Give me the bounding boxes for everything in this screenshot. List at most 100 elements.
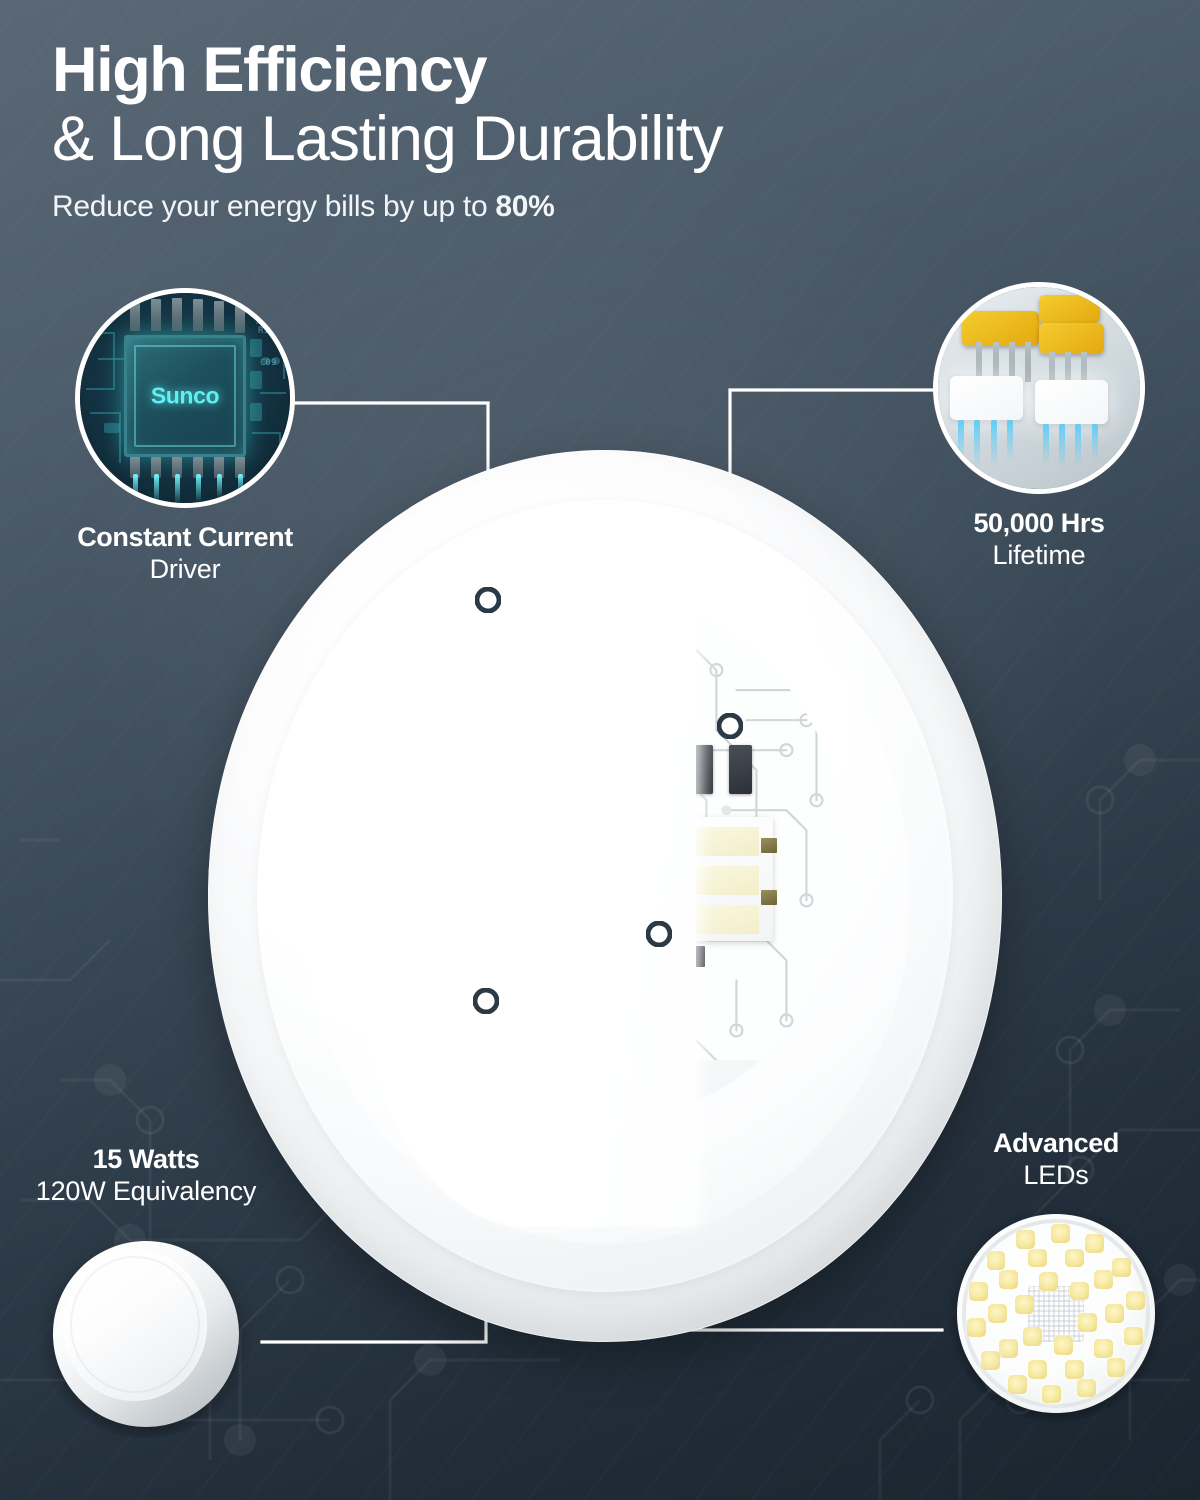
- connector-slot: [689, 827, 759, 856]
- light-ray: [990, 420, 997, 467]
- callout-title-lifetime: 50,000 Hrs: [973, 508, 1105, 538]
- subtitle-value: 80%: [495, 190, 555, 224]
- led-phosphor-pad: [1039, 323, 1104, 354]
- led-board-emitter: [987, 1304, 1007, 1324]
- led-board-emitter: [1106, 1357, 1126, 1377]
- led-board-emitter: [1093, 1338, 1113, 1358]
- led-board-emitter: [1007, 1374, 1027, 1394]
- callout-lifetime[interactable]: 50,000 Hrs Lifetime: [930, 282, 1148, 572]
- callout-caption-wattage: 15 Watts 120W Equivalency: [0, 1144, 296, 1208]
- led-board-emitter: [1125, 1290, 1145, 1310]
- led-lead: [1049, 351, 1056, 388]
- chip-pin: [235, 456, 245, 478]
- led-board-emitter: [1028, 1248, 1048, 1268]
- disk-light-body: [53, 1241, 239, 1427]
- led-board-emitter: [1070, 1281, 1090, 1301]
- led-board-emitter: [1093, 1269, 1113, 1289]
- chip-pin: [151, 299, 161, 331]
- light-ray: [1006, 420, 1013, 461]
- led-board-emitter: [1064, 1248, 1084, 1268]
- product-image-led-disk-light: [208, 450, 1002, 1342]
- led-board-emitter: [1078, 1313, 1097, 1333]
- callout-caption-driver: Constant Current Driver: [54, 522, 316, 586]
- chip-pin: [214, 301, 224, 331]
- chip-pin: [235, 305, 245, 333]
- callout-subtitle-wattage: 120W Equivalency: [35, 1175, 257, 1206]
- led-board-icon: [948, 1206, 1164, 1422]
- led-emitter: [1034, 379, 1108, 425]
- connector-slot: [689, 866, 759, 895]
- light-ray: [958, 420, 965, 465]
- connector-slot: [689, 905, 759, 934]
- led-lead: [1065, 351, 1072, 388]
- callout-subtitle-advanced-leds: LEDs: [1023, 1159, 1089, 1190]
- callout-advanced-leds[interactable]: Advanced LEDs: [938, 1128, 1174, 1422]
- disk-light-icon: [38, 1222, 254, 1438]
- headline-subtitle: Reduce your energy bills by up to 80%: [52, 190, 992, 224]
- current-beam: [216, 473, 222, 499]
- current-beam: [132, 473, 138, 503]
- led-board-emitter: [969, 1282, 989, 1301]
- led-phosphor-pad: [1039, 295, 1100, 324]
- led-board-emitter: [1077, 1378, 1097, 1398]
- led-board-emitter: [1051, 1223, 1070, 1243]
- disk-light-rim: [69, 1256, 200, 1394]
- headline-line-2: & Long Lasting Durability: [52, 103, 724, 174]
- led-board-emitter: [1015, 1295, 1034, 1315]
- led-lead: [992, 341, 999, 382]
- chip-pin: [193, 299, 203, 331]
- driver-chip-body: Sunco: [124, 335, 246, 457]
- current-beam: [237, 473, 243, 495]
- current-beam: [174, 473, 180, 503]
- led-lead: [1024, 341, 1031, 382]
- callout-marker-lifetime[interactable]: [717, 713, 743, 739]
- callout-marker-advanced-leds[interactable]: [646, 921, 672, 947]
- subtitle-prefix: Reduce your energy bills by up to: [52, 190, 496, 224]
- callout-marker-wattage[interactable]: [473, 988, 499, 1014]
- light-ray: [1075, 424, 1082, 467]
- light-ray: [974, 420, 981, 469]
- chip-pin: [130, 301, 140, 331]
- led-board-emitter: [1015, 1229, 1035, 1249]
- callout-subtitle-lifetime: Lifetime: [992, 539, 1086, 570]
- led-package-icon: [933, 282, 1145, 494]
- led-board-emitter: [986, 1250, 1006, 1270]
- callout-title-driver: Constant Current: [77, 522, 293, 552]
- led-board-emitter: [1112, 1257, 1132, 1277]
- led-board-emitter: [1105, 1304, 1125, 1324]
- callout-caption-lifetime: 50,000 Hrs Lifetime: [930, 508, 1148, 572]
- led-phosphor-pad: [962, 311, 1039, 346]
- callout-subtitle-driver: Driver: [149, 553, 221, 584]
- led-board-disc: [956, 1214, 1156, 1414]
- light-ray: [1091, 424, 1098, 461]
- connector-contact: [761, 837, 778, 854]
- callout-title-advanced-leds: Advanced: [993, 1128, 1119, 1158]
- product-bezel-edge: [208, 450, 1002, 1342]
- chip-brand-label: Sunco: [150, 382, 220, 409]
- led-lead: [1008, 341, 1015, 382]
- led-board-emitter: [1123, 1326, 1143, 1346]
- headline-line-1: High Efficiency: [52, 35, 487, 105]
- led-board-emitter: [1022, 1327, 1042, 1346]
- svg-text:R12: R12: [258, 326, 274, 336]
- pcb-component: [728, 744, 752, 794]
- led-board-emitter: [980, 1350, 1000, 1370]
- light-ray: [1043, 424, 1050, 465]
- led-board-rim: [961, 1219, 1151, 1409]
- current-beam: [153, 473, 159, 503]
- led-board-emitter: [999, 1338, 1018, 1358]
- callout-marker-driver[interactable]: [475, 587, 501, 613]
- chip-pin: [193, 456, 203, 478]
- led-board-emitter: [1042, 1384, 1061, 1404]
- callout-wattage[interactable]: 15 Watts 120W Equivalency: [0, 1144, 296, 1438]
- chip-pin: [172, 456, 182, 478]
- callout-title-wattage: 15 Watts: [92, 1144, 200, 1174]
- chip-pin: [130, 456, 140, 478]
- connector-contact: [761, 889, 778, 906]
- callout-caption-advanced-leds: Advanced LEDs: [938, 1128, 1174, 1192]
- led-board-emitter: [967, 1317, 987, 1337]
